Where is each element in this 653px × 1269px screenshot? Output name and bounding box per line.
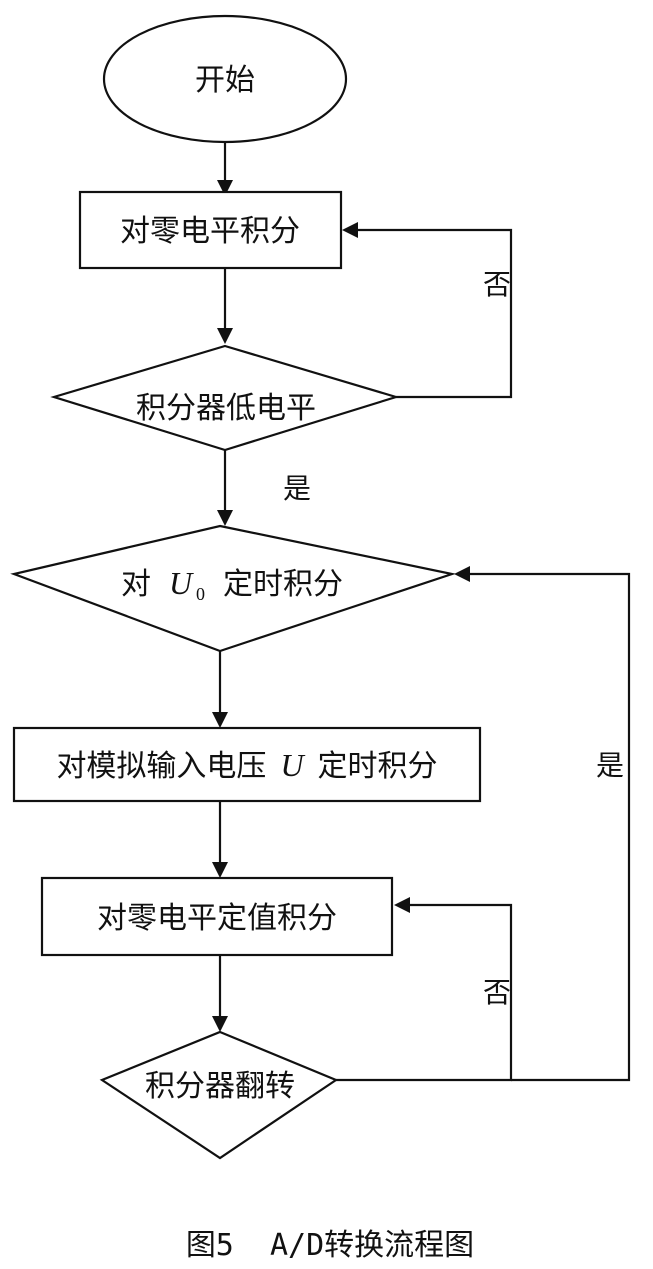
decision-diamond [10,524,457,653]
arrowhead [212,712,228,728]
decision-check-flip: 积分器翻转 [99,1030,339,1160]
branch-label-yes-1: 是 [283,472,311,505]
start-node: 开始 [102,14,348,144]
process-zero-fixed: 对零电平定值积分 [40,876,394,957]
process-box [40,876,394,957]
arrowhead [212,862,228,878]
process-box [12,726,482,803]
process-input-integrate: 对模拟输入电压 U 定时积分 [12,726,482,803]
input-label-prefix: 对模拟输入电压 [56,749,266,784]
decision-check-low: 积分器低电平 [50,344,400,452]
figure-caption: 图5 A/D转换流程图 [186,1228,474,1263]
u0-subscript: 0 [196,584,205,604]
arrowhead [217,328,233,344]
arrowhead [342,222,358,238]
arrowhead [217,510,233,526]
decision-diamond [99,1030,339,1160]
connector-check-low-no-loop [358,228,513,399]
arrowhead [454,566,470,582]
decision-label: 积分器翻转 [145,1069,295,1104]
input-label-suffix: 定时积分 [318,749,438,784]
process-zero-integrate: 对零电平积分 [78,190,343,270]
connectors [212,142,631,1082]
u0-label-suffix: 定时积分 [223,567,343,602]
input-variable: U [280,747,305,783]
u0-label-prefix: 对 [121,567,151,602]
connector-check-flip-yes-loop [470,572,631,1082]
process-label: 对零电平积分 [120,214,300,249]
decision-diamond [50,344,400,452]
decision-label: 积分器低电平 [136,391,316,426]
arrowhead [217,180,233,196]
decision-u0-integrate: 对 U 0 定时积分 [10,524,457,653]
process-box [78,190,343,270]
start-ellipse [102,14,348,144]
connector-check-flip-no-loop [336,903,513,1082]
branch-label-no-2: 否 [483,976,511,1009]
input-label: 对模拟输入电压 U 定时积分 [56,747,437,784]
process-label: 对零电平定值积分 [97,901,337,936]
arrowhead [394,897,410,913]
branch-label-no-1: 否 [483,268,511,301]
start-label: 开始 [195,63,255,98]
u0-label: 对 U 0 定时积分 [121,565,343,604]
u0-variable: U [169,565,194,601]
branch-label-yes-2: 是 [596,749,624,782]
arrowhead [212,1016,228,1032]
